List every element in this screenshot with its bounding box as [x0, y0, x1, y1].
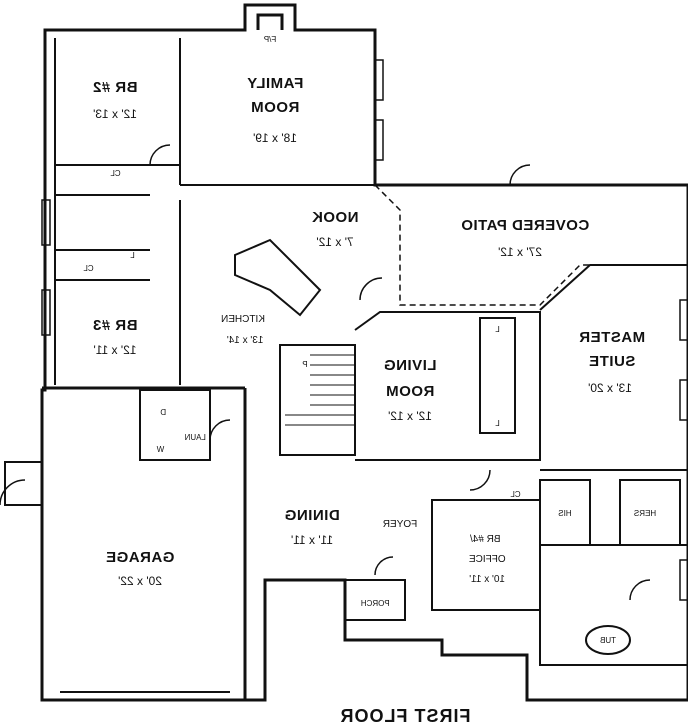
family-name-1: FAMILY	[247, 75, 304, 92]
label-cl3: CL	[510, 490, 521, 499]
dining-name: DINING	[284, 507, 340, 524]
dining-dim: 11' x 11'	[291, 533, 333, 547]
patio-name: COVERED PATIO	[461, 217, 589, 234]
label-his: HIS	[558, 509, 571, 518]
label-hers: HERS	[634, 509, 656, 518]
porch	[344, 579, 406, 621]
patio-outline	[374, 184, 688, 306]
foyer-name: FOYER	[383, 519, 417, 530]
label-d: D	[160, 408, 166, 417]
br2-dim: 12' x 13'	[93, 107, 137, 121]
fireplace	[256, 13, 284, 30]
tub	[585, 625, 631, 655]
garage-name: GARAGE	[106, 549, 175, 566]
master-name-1: MASTER	[579, 329, 645, 346]
family-dim: 18' x 19'	[253, 131, 297, 145]
label-l1: L	[130, 251, 135, 260]
label-tub: TUB	[600, 636, 616, 645]
kitchen-name: KITCHEN	[221, 314, 265, 325]
garage-dim: 20' x 22'	[118, 574, 162, 588]
kitchen-island	[234, 238, 322, 317]
office-wall	[431, 499, 541, 611]
nook-name: NOOK	[312, 209, 359, 226]
office-name-1: BR #4/	[470, 534, 501, 545]
label-l3: L	[495, 419, 500, 428]
office-dim: 10' x 11'	[469, 574, 505, 585]
living-dim: 12' x 12'	[388, 409, 432, 423]
master-dim: 13' x 20'	[588, 381, 632, 395]
stair	[279, 344, 356, 456]
family-name-2: ROOM	[251, 99, 300, 116]
label-cl1: CL	[110, 169, 121, 178]
living-name-1: LIVING	[383, 357, 436, 374]
powder-bath	[479, 317, 516, 434]
br3-dim: 12' x 11'	[93, 343, 136, 357]
living-wall	[354, 311, 541, 461]
label-p: P	[302, 360, 307, 369]
exterior-wall	[40, 3, 688, 702]
master-bath	[539, 544, 688, 666]
label-l2: L	[495, 325, 500, 334]
porch-name: PORCH	[361, 599, 390, 608]
label-w: W	[156, 445, 164, 454]
office-name-2: OFFICE	[469, 554, 506, 565]
plan-title: FIRST FLOOR	[340, 706, 471, 726]
living-name-2: ROOM	[386, 383, 435, 400]
patio-dim: 27' x 12'	[498, 245, 542, 259]
master-name-2: SUITE	[589, 353, 636, 370]
br3-name: BR #3	[92, 317, 137, 334]
label-fp: F/P	[264, 35, 276, 44]
br2-name: BR #2	[92, 79, 137, 96]
nook-dim: 7' x 12'	[316, 235, 353, 249]
label-laun: LAUN	[184, 433, 206, 442]
master-wall	[539, 264, 688, 311]
laundry-room	[139, 389, 211, 461]
garage-bumpout	[4, 461, 42, 506]
label-cl2: CL	[83, 264, 94, 273]
kitchen-dim: 13' x 14'	[227, 335, 264, 346]
